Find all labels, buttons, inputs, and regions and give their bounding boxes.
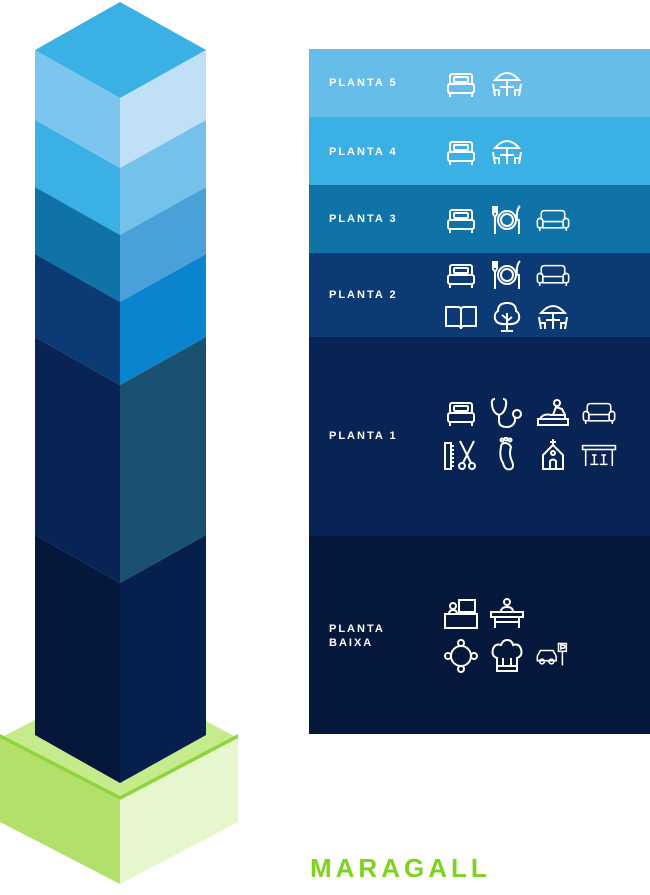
terrace-table-icon (535, 299, 571, 335)
floor-icons (443, 134, 525, 170)
parking-icon (535, 638, 571, 674)
dining-icon (489, 202, 525, 238)
dining-icon (489, 257, 525, 293)
foot-icon (489, 437, 525, 473)
terrace-table-icon (489, 66, 525, 102)
sofa-icon (535, 257, 571, 293)
tower-right-face (120, 50, 206, 783)
terrace-table-icon (489, 134, 525, 170)
bed-icon (443, 257, 479, 293)
bed-icon (443, 134, 479, 170)
floor-label: PLANTA 4 (329, 146, 398, 158)
bar-counter-icon (581, 437, 617, 473)
floor-label: PLANTA 5 (329, 77, 398, 89)
reception-icon (489, 596, 525, 632)
floor-icons (443, 257, 571, 335)
tower-left-face (35, 50, 120, 783)
stethoscope-icon (489, 395, 525, 431)
floor-icons (443, 66, 525, 102)
floor-icons (443, 202, 571, 238)
floor-panel-planta-baixa: PLANTA BAIXA (309, 536, 650, 734)
sofa-icon (581, 395, 617, 431)
floor-label: PLANTA BAIXA (329, 623, 385, 649)
bed-icon (443, 66, 479, 102)
physiotherapy-icon (535, 395, 571, 431)
reception-desk-icon (443, 596, 479, 632)
floor-panel-planta-2: PLANTA 2 (309, 253, 650, 337)
brand-title: MARAGALL (310, 853, 491, 883)
tower-top (35, 2, 206, 98)
floor-panel-planta-5: PLANTA 5 (309, 49, 650, 117)
floor-panel-planta-3: PLANTA 3 (309, 185, 650, 253)
floor-label: PLANTA 2 (329, 289, 398, 301)
floor-label: PLANTA 3 (329, 213, 398, 225)
floor-panel-planta-1: PLANTA 1 (309, 337, 650, 536)
sun-lamp-icon (443, 638, 479, 674)
bed-icon (443, 202, 479, 238)
tree-icon (489, 299, 525, 335)
floor-label: PLANTA 1 (329, 430, 398, 442)
sofa-icon (535, 202, 571, 238)
building-tower-illustration (0, 2, 238, 884)
chapel-icon (535, 437, 571, 473)
floor-icons (443, 395, 617, 473)
bed-icon (443, 395, 479, 431)
chef-hat-icon (489, 638, 525, 674)
book-icon (443, 299, 479, 335)
floor-icons (443, 596, 571, 674)
hairdresser-icon (443, 437, 479, 473)
floor-panel-planta-4: PLANTA 4 (309, 117, 650, 185)
